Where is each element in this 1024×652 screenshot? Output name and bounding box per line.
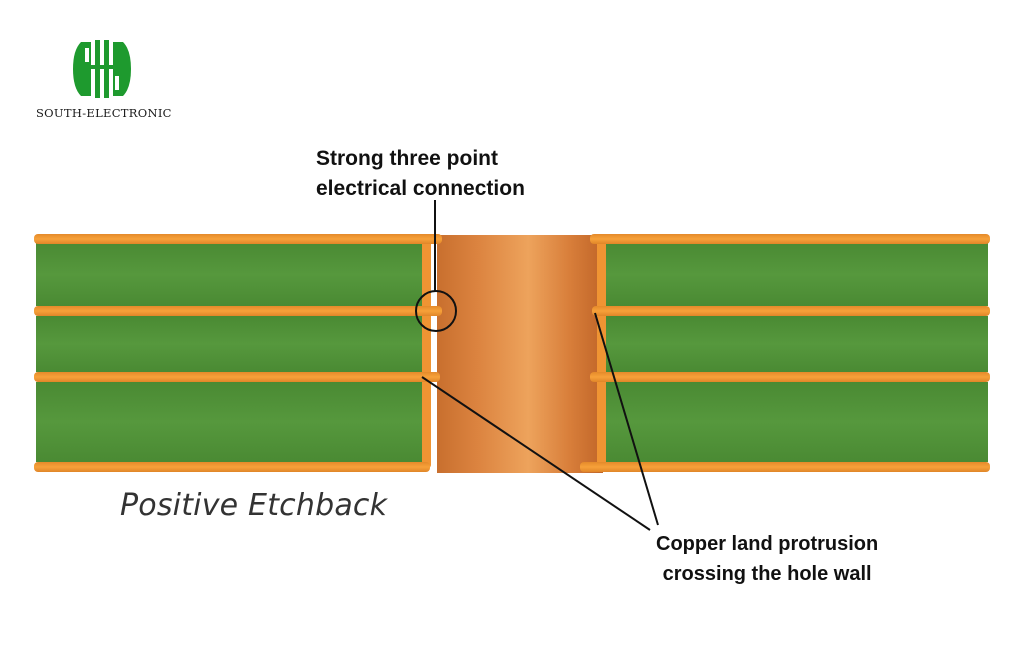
- copper-layer-inner-2: [590, 372, 990, 382]
- south-electronic-logo-icon: [73, 40, 131, 98]
- plated-hole-barrel: [437, 235, 603, 473]
- copper-layer-bottom: [580, 462, 990, 472]
- laminate-layer: [606, 382, 988, 462]
- label-line: electrical connection: [316, 177, 525, 200]
- laminate-layer: [36, 382, 422, 462]
- left-laminate-stack: [36, 243, 422, 462]
- bottom-callout-leader-right: [594, 312, 659, 526]
- laminate-layer: [36, 243, 422, 306]
- diagram-title: Positive Etchback: [120, 488, 388, 523]
- copper-layer-bottom: [34, 462, 430, 472]
- three-point-connection-label: Strong three point electrical connection: [316, 144, 525, 204]
- copper-layer-top: [34, 234, 442, 244]
- right-copper-layers: [580, 234, 990, 472]
- copper-layer-inner-2: [34, 372, 440, 382]
- left-copper-layers: [34, 234, 442, 472]
- laminate-layer: [36, 316, 422, 372]
- laminate-layer: [606, 316, 988, 372]
- brand-logo: SOUTH-ELECTRONIC: [36, 38, 186, 128]
- label-line: crossing the hole wall: [662, 563, 872, 585]
- copper-layer-top: [590, 234, 990, 244]
- bottom-callout-leader-left: [421, 376, 651, 531]
- connection-highlight-circle: [415, 290, 457, 332]
- right-laminate-stack: [606, 243, 988, 462]
- label-line: Copper land protrusion: [656, 533, 879, 555]
- label-line: Strong three point: [316, 147, 498, 170]
- copper-land-protrusion-label: Copper land protrusion crossing the hole…: [656, 529, 878, 589]
- copper-layer-inner-1: [592, 306, 990, 316]
- laminate-layer: [606, 243, 988, 306]
- copper-layer-inner-1: [34, 306, 442, 316]
- right-hole-wall-plating: [597, 240, 606, 468]
- brand-name: SOUTH-ELECTRONIC: [36, 106, 172, 120]
- left-hole-wall-plating: [422, 240, 431, 468]
